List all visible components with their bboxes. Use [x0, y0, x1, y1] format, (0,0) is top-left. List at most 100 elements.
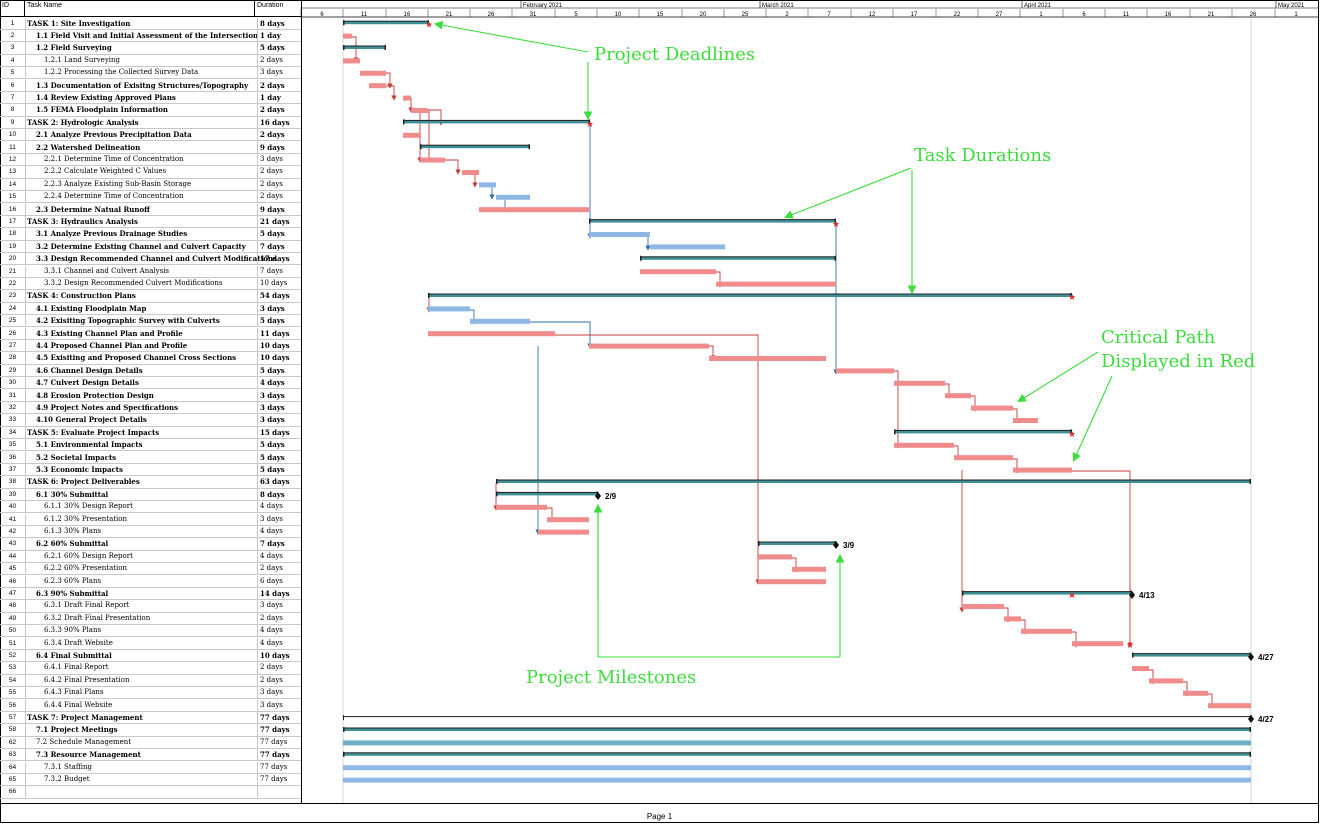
summary-bar-start-cap [496, 479, 498, 484]
task-name: 3.1 Analyze Previous Drainage Studies [36, 229, 188, 239]
day-label: 6 [320, 12, 324, 18]
task-duration: 3 days [257, 401, 301, 414]
task-id: 14 [0, 178, 26, 191]
task-id: 41 [0, 513, 26, 525]
dependency-link [555, 334, 761, 585]
task-duration: 77 days [257, 736, 301, 749]
task-name: 4.9 Project Notes and Specifications [36, 402, 179, 412]
summary-bar [420, 145, 530, 149]
task-id: 1 [0, 17, 26, 29]
task-id: 53 [0, 662, 26, 674]
critical-pointer [1072, 375, 1113, 463]
task-duration: 16 days [257, 116, 301, 129]
task-duration: 5 days [257, 463, 301, 476]
column-header-task-name[interactable]: Task Name [25, 0, 255, 17]
task-duration: 10 days [257, 352, 301, 364]
task-row[interactable]: 66 [0, 786, 301, 799]
task-name: 6.2.3 60% Plans [44, 576, 102, 585]
task-id: 24 [0, 302, 26, 315]
deadline-marker [1069, 431, 1075, 437]
day-label: 10 [615, 12, 622, 18]
dependency-link [1021, 619, 1028, 635]
column-header-duration[interactable]: Duration [255, 0, 301, 17]
summary-bar-start-cap [343, 45, 345, 50]
summary-bar-top [1132, 653, 1251, 655]
summary-bar-start-cap [758, 541, 760, 546]
dependency-link [1013, 458, 1020, 474]
summary-bar-start-cap [589, 218, 591, 224]
critical-task-bar [343, 33, 352, 39]
summary-bar-top [894, 429, 1072, 431]
dependency-link [530, 321, 593, 349]
milestone-diamond [1129, 591, 1135, 599]
dependency-link [945, 383, 952, 399]
task-id: 55 [0, 687, 26, 699]
task-id: 28 [0, 352, 26, 364]
column-header-id[interactable]: ID [0, 0, 25, 17]
task-duration: 2 days [257, 191, 301, 203]
